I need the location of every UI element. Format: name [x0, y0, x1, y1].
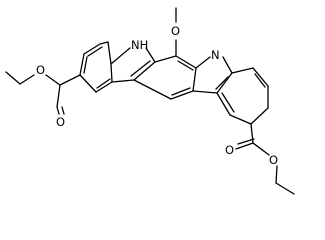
bond: [83, 56, 88, 74]
molecule-structure: NH O N O O O O: [5, 7, 295, 195]
bond: [221, 92, 235, 113]
bond: [107, 41, 112, 65]
atom-label-nh: NH: [131, 38, 148, 52]
bond: [237, 138, 255, 145]
bond: [45, 74, 61, 86]
bond: [195, 56, 211, 69]
bond: [87, 46, 103, 57]
bond: [177, 60, 194, 71]
bond: [250, 107, 269, 125]
bond: [133, 61, 156, 81]
bond: [130, 60, 151, 77]
bond: [79, 53, 85, 76]
bond: [229, 114, 252, 125]
atom-label-ester-left-ether-o: O: [36, 63, 45, 77]
bond: [252, 142, 270, 156]
bond: [99, 41, 109, 45]
bond: [235, 142, 254, 150]
bond: [110, 63, 113, 83]
atom-labels: NH O N O O O O: [36, 24, 278, 167]
bond: [192, 67, 197, 92]
bond: [83, 43, 101, 55]
bond: [111, 79, 135, 83]
bond: [133, 79, 172, 100]
atom-label-ester-right-ether-o: O: [269, 153, 278, 167]
bond: [5, 71, 21, 85]
atom-label-methoxy-o: O: [171, 24, 180, 38]
bond: [275, 182, 295, 195]
bond: [19, 74, 35, 85]
bond: [56, 84, 61, 108]
bond: [216, 72, 233, 94]
bond-skeleton: [5, 7, 295, 195]
bond: [275, 165, 278, 184]
bond: [56, 106, 60, 115]
bond: [59, 74, 81, 86]
bond: [79, 74, 97, 93]
atom-label-ester-left-carbonyl-o: O: [56, 115, 65, 129]
bond: [252, 67, 269, 87]
bond: [110, 47, 131, 65]
bond: [192, 90, 218, 94]
bond: [145, 47, 156, 63]
bond: [170, 90, 194, 100]
bond: [171, 87, 191, 96]
bond: [222, 56, 233, 74]
bond: [95, 81, 113, 93]
bond: [61, 106, 65, 115]
bond: [175, 55, 197, 69]
atom-label-ester-right-carbonyl-o: O: [225, 143, 234, 157]
atom-label-n: N: [211, 48, 220, 62]
bond: [254, 73, 266, 88]
bond: [96, 78, 111, 89]
bond: [215, 76, 229, 90]
bond: [154, 55, 177, 63]
bond: [216, 92, 231, 116]
bond: [231, 67, 254, 74]
